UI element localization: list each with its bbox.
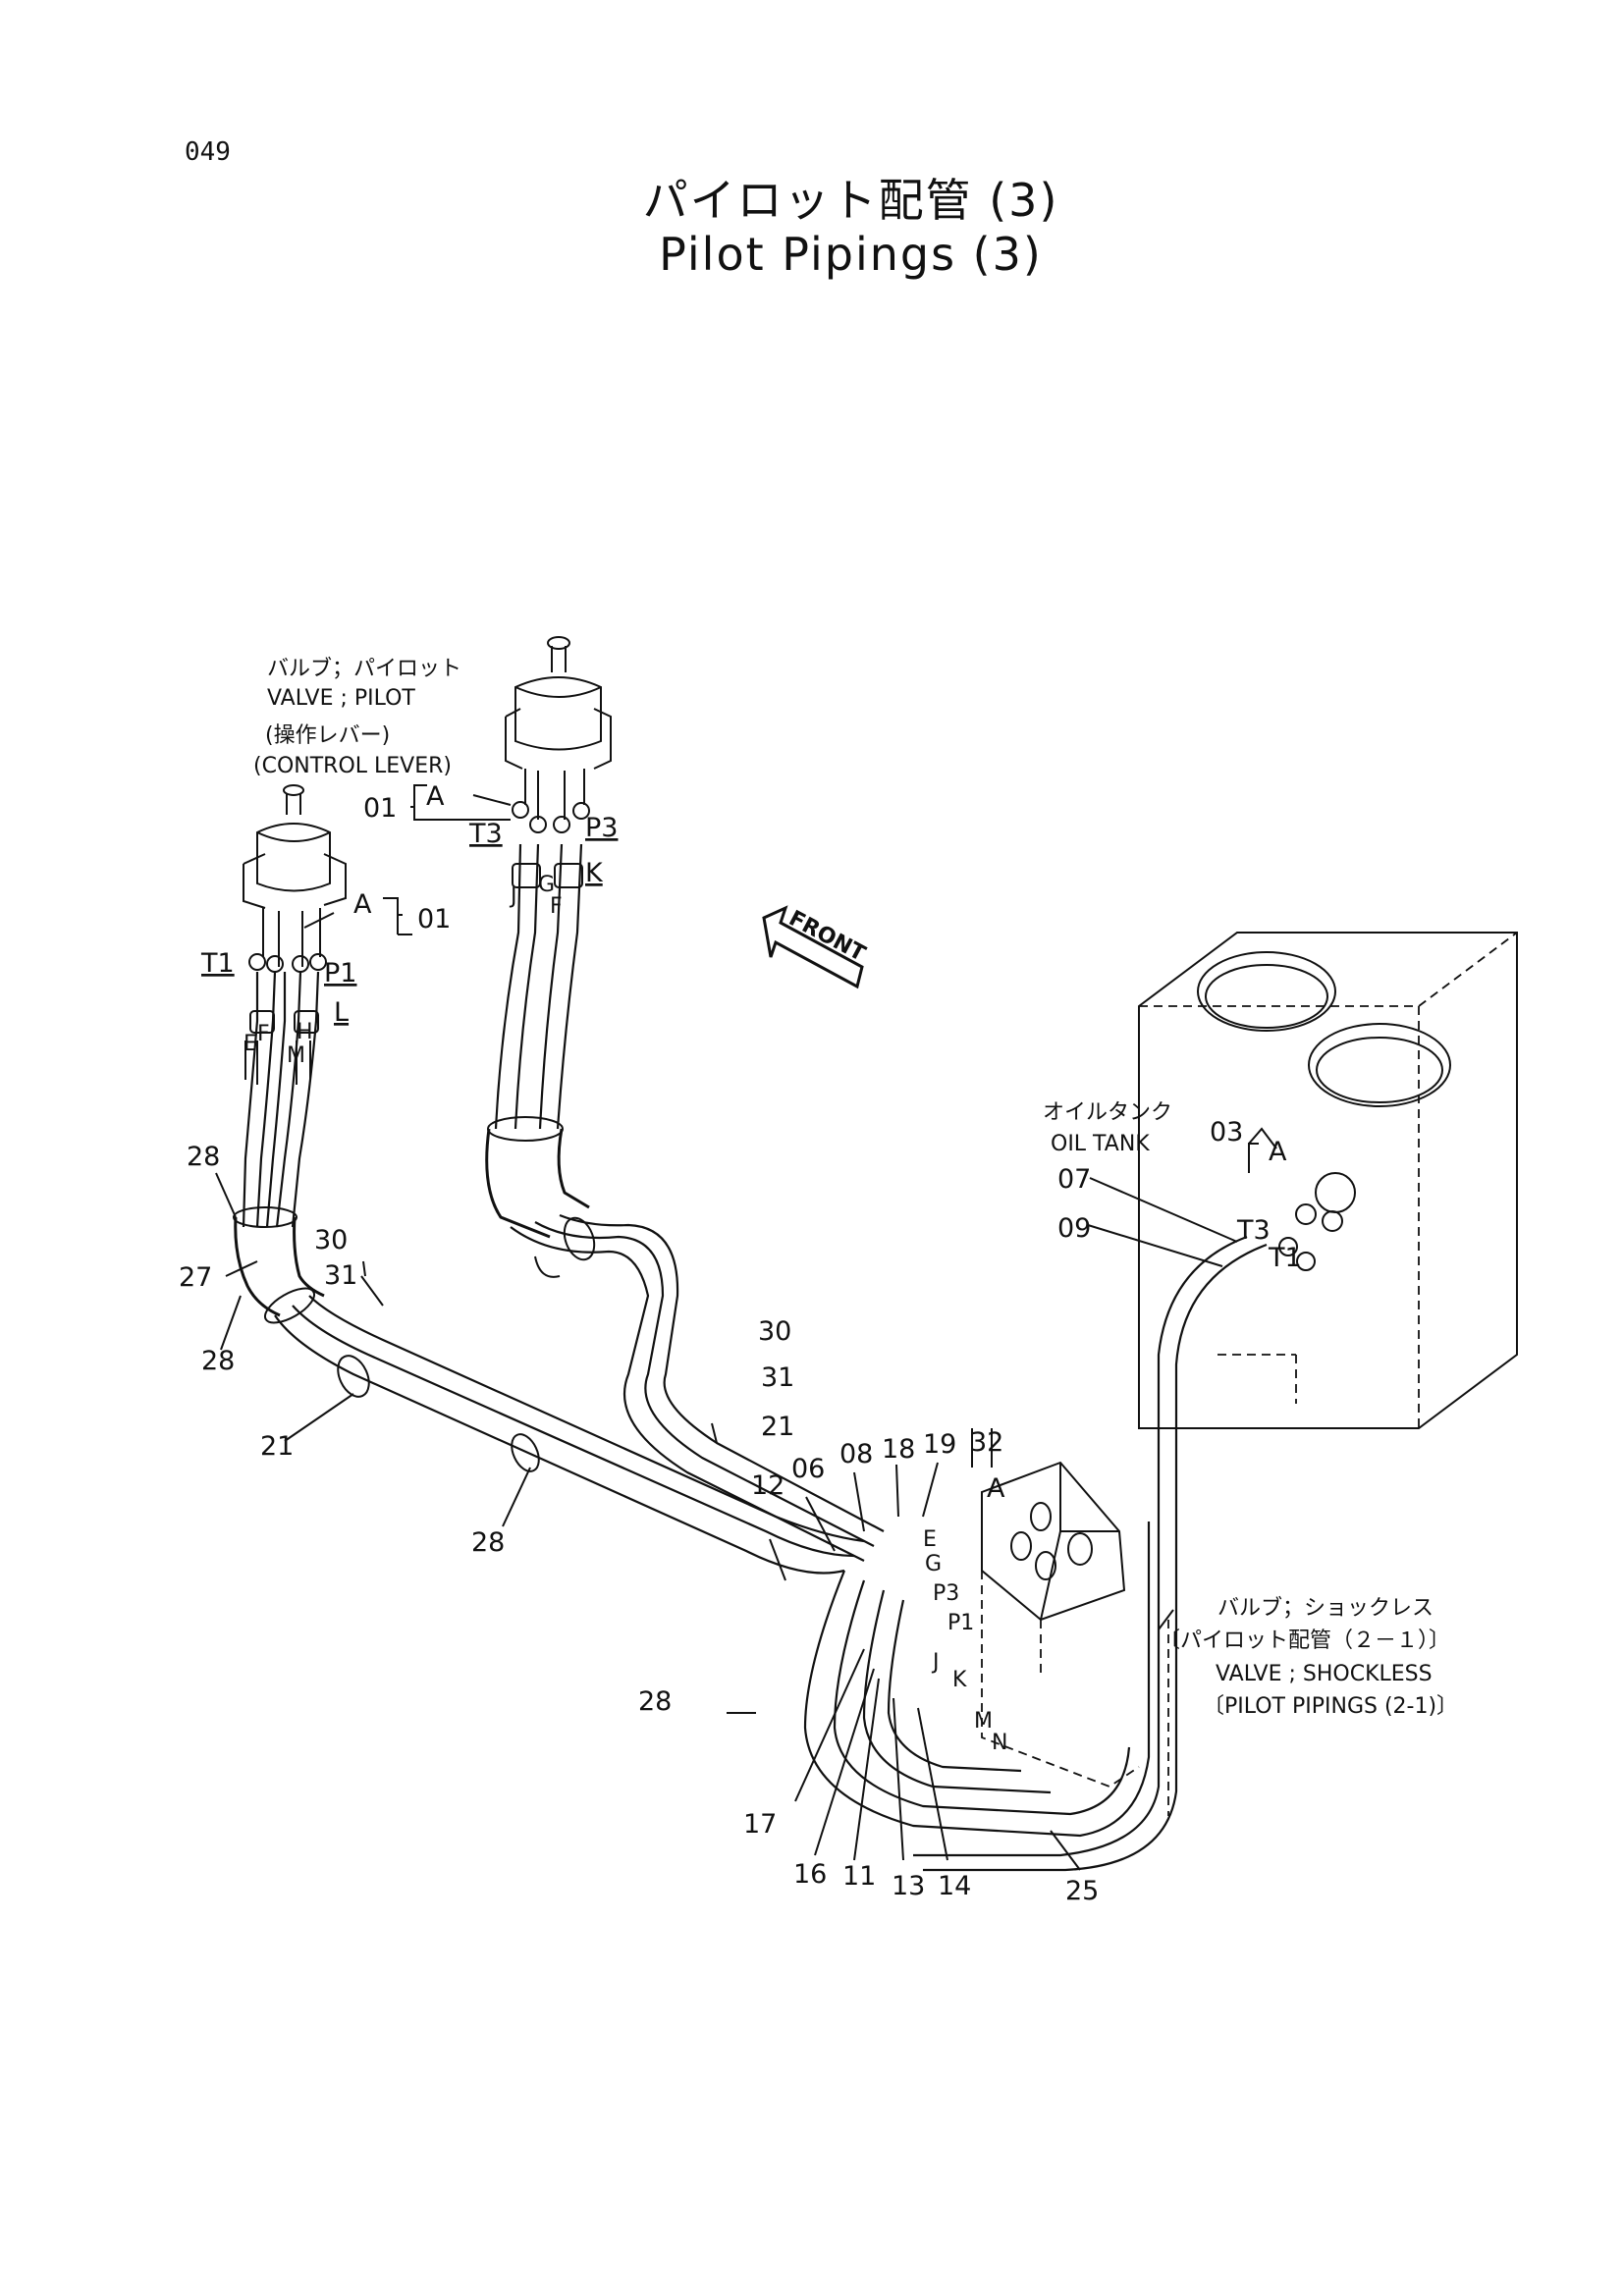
shockless-valve [803, 1461, 1151, 1838]
callout-17: 17 [743, 1809, 777, 1840]
port-label-e: E [923, 1527, 937, 1552]
port-label-e: E [243, 1032, 257, 1056]
return-hose-25 [913, 1235, 1268, 1872]
port-label-g: G [538, 873, 555, 897]
port-label-j: J [931, 1650, 940, 1675]
callout-numbers: 01 A A 01 03 A 07 09 28 30 31 27 28 21 2… [179, 781, 1287, 1906]
port-label-p1: P1 [324, 958, 356, 988]
oil-tank-label-jp: オイルタンク [1043, 1100, 1172, 1125]
port-label-k: K [952, 1668, 967, 1692]
callout-16: 16 [793, 1859, 827, 1890]
callout-31: 31 [761, 1362, 794, 1393]
port-label-p3: P3 [585, 813, 618, 843]
pilot-valve-label-en: VALVE ; PILOT [267, 686, 415, 711]
front-label: FRONT [784, 906, 869, 967]
control-lever-label-jp: (操作レバー) [265, 723, 390, 748]
port-label-p1: P1 [947, 1611, 974, 1635]
callout-08: 08 [839, 1439, 873, 1469]
callout-01: 01 [417, 904, 451, 934]
callout-19: 19 [923, 1429, 956, 1460]
port-label-p3: P3 [933, 1581, 959, 1606]
callout-25: 25 [1065, 1876, 1099, 1906]
page-title-english: Pilot Pipings (3) [659, 228, 1043, 281]
callout-28: 28 [201, 1346, 235, 1376]
callout-31: 31 [324, 1260, 357, 1291]
shockless-valve-label: バルブ；ショックレス 〔パイロット配管（２－１）〕 VALVE ; SHOCKL… [1159, 1596, 1458, 1719]
pilot-valve-label-jp: バルブ；パイロット [267, 657, 461, 681]
right-pilot-valve [505, 636, 612, 833]
callout-01: 01 [363, 793, 397, 824]
oil-tank-label: オイルタンク OIL TANK [1043, 1100, 1172, 1156]
port-labels: T1 P1 L T3 P3 K T3 T1 E F M H J G F E G … [200, 813, 1302, 1755]
left-hose-bundle [233, 971, 865, 1575]
callout-12: 12 [751, 1470, 784, 1501]
shockless-label-en: VALVE ; SHOCKLESS [1216, 1662, 1433, 1686]
port-label-t1: T1 [200, 948, 235, 979]
callout-30: 30 [314, 1225, 348, 1255]
callout-32: 32 [970, 1427, 1003, 1458]
callout-a: A [353, 889, 372, 920]
callout-18: 18 [882, 1434, 915, 1465]
leader-lines [215, 784, 1277, 1871]
port-label-g: G [925, 1552, 942, 1576]
port-label-l: L [334, 997, 349, 1028]
port-label-f: F [257, 1022, 270, 1046]
callout-28: 28 [187, 1142, 220, 1172]
shockless-ref-label-en: 〔PILOT PIPINGS (2-1)〕 [1203, 1694, 1458, 1719]
callout-27: 27 [179, 1262, 212, 1293]
page-title-japanese: パイロット配管 (3) [642, 174, 1059, 227]
port-label-n: N [992, 1731, 1007, 1755]
port-label-t3: T3 [1236, 1215, 1271, 1246]
control-lever-label-en: (CONTROL LEVER) [253, 754, 452, 778]
callout-06: 06 [791, 1454, 825, 1484]
port-label-k: K [585, 858, 604, 888]
callout-a: A [987, 1473, 1005, 1504]
port-label-t3: T3 [468, 819, 503, 849]
callout-11: 11 [842, 1861, 876, 1892]
callout-03: 03 [1210, 1117, 1243, 1148]
callout-30: 30 [758, 1316, 791, 1347]
page-number: 049 [185, 137, 231, 167]
oil-tank-label-en: OIL TANK [1051, 1132, 1150, 1156]
port-label-j: J [509, 884, 517, 909]
callout-07: 07 [1057, 1164, 1091, 1195]
callout-28: 28 [638, 1686, 672, 1717]
callout-a: A [1269, 1137, 1287, 1167]
shockless-label-jp: バルブ；ショックレス [1217, 1596, 1434, 1621]
right-hose-bundle [485, 843, 885, 1562]
port-label-m: M [287, 1043, 305, 1068]
front-direction-arrow [762, 905, 864, 989]
port-label-f: F [550, 894, 563, 919]
callout-13: 13 [892, 1871, 925, 1901]
valve-pilot-label: バルブ；パイロット VALVE ; PILOT (操作レバー) (CONTROL… [253, 657, 461, 778]
port-label-m: M [974, 1709, 993, 1734]
callout-28: 28 [471, 1527, 505, 1558]
callout-a: A [426, 781, 445, 812]
left-pilot-valve [243, 784, 347, 973]
callout-21: 21 [761, 1412, 794, 1442]
callout-14: 14 [938, 1871, 971, 1901]
callout-21: 21 [260, 1431, 294, 1462]
callout-09: 09 [1057, 1213, 1091, 1244]
port-label-h: H [297, 1020, 313, 1044]
shockless-ref-label-jp: 〔パイロット配管（２－１）〕 [1159, 1629, 1450, 1653]
oil-tank [1138, 932, 1518, 1429]
port-label-t1: T1 [1268, 1243, 1302, 1273]
